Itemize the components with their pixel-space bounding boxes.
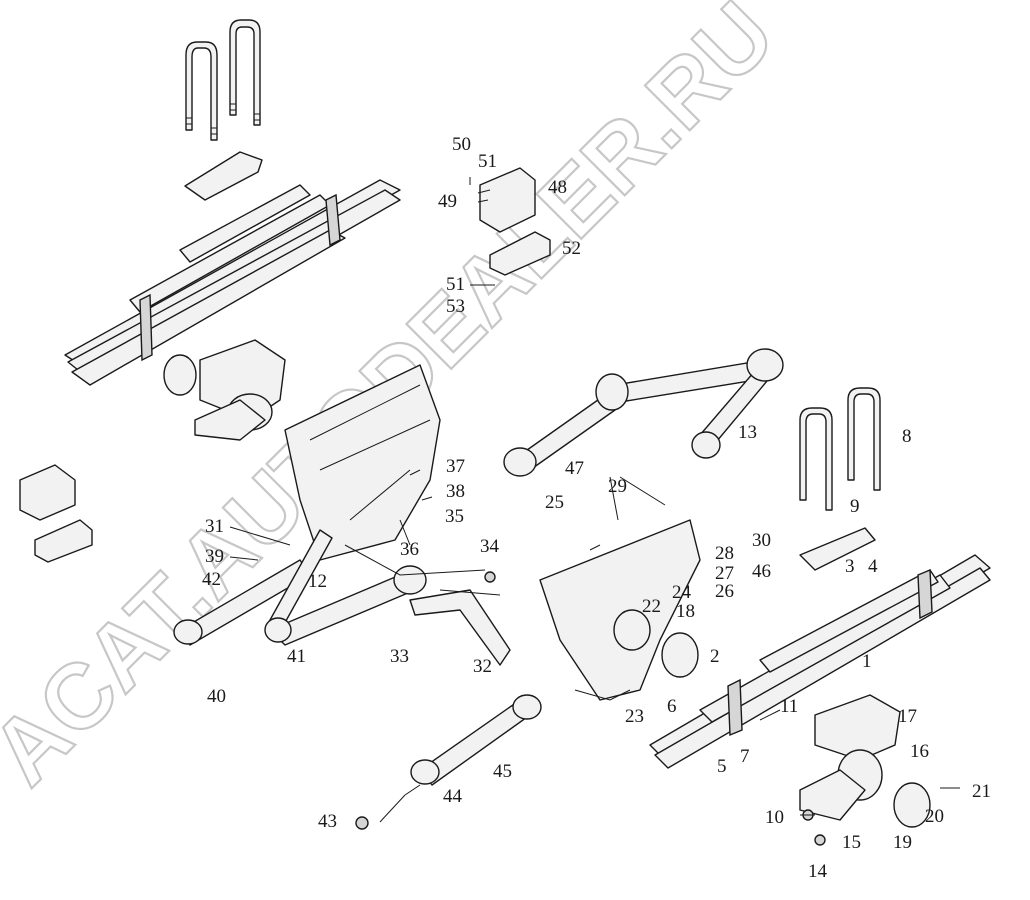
callout-43: 43	[318, 811, 337, 832]
bushing-right	[393, 565, 427, 595]
callout-4: 4	[868, 556, 878, 577]
plate-52	[489, 231, 551, 276]
callout-6: 6	[667, 696, 677, 717]
callout-13: 13	[738, 422, 757, 443]
callout-35: 35	[445, 506, 464, 527]
spring-saddle-right	[799, 527, 876, 571]
callout-34: 34	[480, 536, 500, 557]
seal-ring-18	[661, 632, 699, 678]
callout-18: 18	[676, 601, 695, 622]
callout-33: 33	[390, 646, 409, 667]
callout-8: 8	[902, 426, 912, 447]
callout-27: 27	[715, 563, 734, 584]
callout-51-top: 51	[478, 151, 497, 172]
callout-10: 10	[765, 807, 784, 828]
callout-53: 53	[446, 296, 465, 317]
bushing-left	[173, 619, 203, 645]
callout-47: 47	[565, 458, 584, 479]
callout-49: 49	[438, 191, 457, 212]
callout-25: 25	[545, 492, 564, 513]
callout-44: 44	[443, 786, 463, 807]
callout-39: 39	[205, 546, 224, 567]
bracket-left	[284, 364, 441, 561]
lower-bushing-b	[512, 694, 542, 720]
callout-2: 2	[710, 646, 720, 667]
callout-24: 24	[672, 582, 692, 603]
callout-26: 26	[715, 581, 734, 602]
callout-21: 21	[972, 781, 991, 802]
small-plate-left	[34, 519, 93, 563]
callout-9: 9	[850, 496, 860, 517]
nut-34	[484, 571, 496, 583]
callout-36: 36	[400, 539, 419, 560]
u-bolts-upper-left	[185, 19, 261, 141]
small-bracket-left	[19, 464, 76, 521]
leaf-spring-right	[649, 554, 991, 769]
callout-45: 45	[493, 761, 512, 782]
callout-37: 37	[446, 456, 465, 477]
callout-7: 7	[740, 746, 750, 767]
callout-5: 5	[717, 756, 727, 777]
leaf-spring-upper-left	[64, 179, 401, 386]
callout-3: 3	[845, 556, 855, 577]
spring-saddle-upper	[184, 151, 263, 201]
callout-22: 22	[642, 596, 661, 617]
callout-46: 46	[752, 561, 771, 582]
nut-14	[814, 834, 826, 846]
callout-23: 23	[625, 706, 644, 727]
u-bolts-right	[799, 387, 881, 511]
callout-17: 17	[898, 706, 917, 727]
callout-1: 1	[862, 651, 872, 672]
callout-51-bottom: 51	[446, 274, 465, 295]
callout-30: 30	[752, 530, 771, 551]
callout-28: 28	[715, 543, 734, 564]
seal-19	[893, 782, 931, 828]
trunnion-shaft	[613, 609, 651, 651]
leader-lines	[229, 177, 960, 823]
callout-38: 38	[446, 481, 465, 502]
callout-40: 40	[207, 686, 226, 707]
callout-12: 12	[308, 571, 327, 592]
lower-bushing-a	[410, 759, 440, 785]
callout-14: 14	[808, 861, 828, 882]
callout-41: 41	[287, 646, 306, 667]
callout-42: 42	[202, 569, 221, 590]
bushing-mid	[264, 617, 292, 643]
bracket-plate-32	[409, 589, 511, 666]
callout-50: 50	[452, 134, 471, 155]
callout-16: 16	[910, 741, 929, 762]
bracket-right	[539, 519, 701, 701]
callout-19: 19	[893, 832, 912, 853]
callout-29: 29	[608, 476, 627, 497]
callout-31: 31	[205, 516, 224, 537]
callout-20: 20	[925, 806, 944, 827]
bracket-48	[479, 167, 536, 233]
callout-11: 11	[780, 696, 798, 717]
callout-52: 52	[562, 238, 581, 259]
trunnion-bracket-upper-left	[163, 339, 286, 441]
nut-43	[355, 816, 369, 830]
v-torque-rod	[503, 348, 784, 477]
callout-15: 15	[842, 832, 861, 853]
callouts: 1 2 3 4 5 6 7 8 9 10 11 12 13 14 15 16 1…	[202, 134, 991, 882]
trunnion-housing-right	[799, 694, 931, 828]
callout-32: 32	[473, 656, 492, 677]
callout-48: 48	[548, 177, 567, 198]
